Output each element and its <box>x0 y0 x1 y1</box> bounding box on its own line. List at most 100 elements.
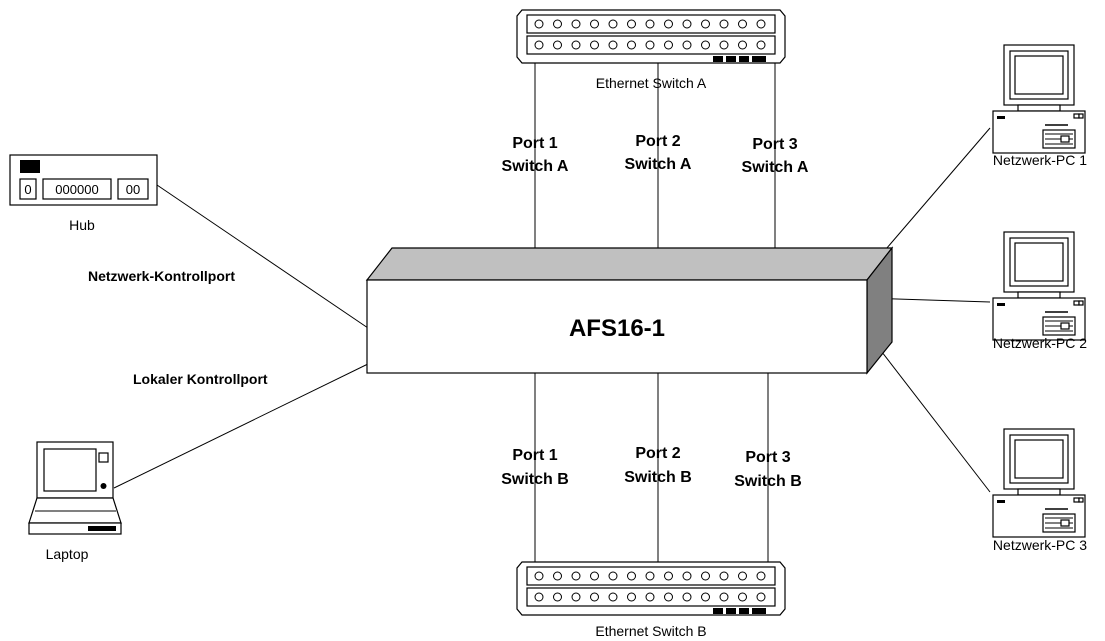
port-ring <box>590 40 599 50</box>
network-pc-1 <box>992 44 1086 154</box>
port-ring <box>590 592 599 602</box>
pc-button <box>1073 497 1080 503</box>
pc-monitor-stand <box>1017 104 1061 112</box>
switch-b-port-3-sublabel: Switch B <box>734 473 802 490</box>
pc-drive-button <box>1060 519 1070 527</box>
network-pc-3 <box>992 428 1086 538</box>
switch-b-status-led <box>713 608 723 614</box>
port-ring <box>645 40 655 50</box>
port-ring <box>553 571 562 581</box>
pc-screen <box>1014 242 1064 282</box>
switch-a-status-led <box>713 56 723 62</box>
port-ring <box>571 571 581 581</box>
switch-b-port-3-label: Port 3 <box>745 449 790 466</box>
ethernet-switch-b <box>516 561 786 616</box>
afs16-front-face <box>366 279 868 374</box>
port-ring <box>608 40 618 50</box>
port-ring <box>738 571 747 581</box>
port-ring <box>719 40 729 50</box>
switch-a-port-3-sublabel: Switch A <box>742 159 809 176</box>
switch-a-port-leds-1 <box>534 19 766 29</box>
switch-b-port-leds-1 <box>534 571 766 581</box>
switch-a-status-led <box>726 56 736 62</box>
port-ring <box>627 592 636 602</box>
port-ring <box>756 40 766 50</box>
port-ring <box>682 19 692 29</box>
switch-a-status-led <box>739 56 749 62</box>
hub-port-box <box>19 178 37 200</box>
ethernet-switch-a <box>516 9 786 64</box>
pc-monitor-stand <box>1017 291 1061 299</box>
pc-button <box>1073 113 1080 119</box>
port-ring <box>608 592 618 602</box>
hub-port-box <box>117 178 149 200</box>
port-ring <box>738 592 747 602</box>
port-ring <box>756 592 766 602</box>
afs16-label: AFS16-1 <box>569 315 665 342</box>
laptop-caption: Laptop <box>46 546 89 562</box>
switch-b-port-2-label: Port 2 <box>635 445 680 462</box>
port-ring <box>719 19 729 29</box>
port-ring <box>571 40 581 50</box>
switch-a-port-1-sublabel: Switch A <box>502 158 569 175</box>
port-ring <box>701 592 710 602</box>
pc-button <box>1078 113 1084 119</box>
pc-drive-button <box>1060 135 1070 143</box>
port-ring <box>756 19 766 29</box>
connection-lines <box>113 63 991 562</box>
port-ring <box>645 19 655 29</box>
switch-a-port-1-label: Port 1 <box>512 135 557 152</box>
laptop-drive-slot <box>88 526 116 531</box>
hub-device: 0 000000 00 <box>9 154 158 206</box>
port-ring <box>664 571 673 581</box>
port-ring <box>627 40 636 50</box>
hub-caption: Hub <box>69 217 95 233</box>
hub-port-label: 000000 <box>55 182 98 197</box>
port-ring <box>682 40 692 50</box>
switch-a-port-3-label: Port 3 <box>752 136 797 153</box>
link-laptop <box>113 361 373 489</box>
pc-monitor-stand <box>1017 488 1061 496</box>
port-ring <box>682 571 692 581</box>
laptop-base <box>28 522 122 535</box>
port-ring <box>553 40 562 50</box>
pc-screen <box>1014 55 1064 95</box>
pc-button <box>1073 300 1080 306</box>
port-ring <box>608 19 618 29</box>
network-control-port-label: Netzwerk-Kontrollport <box>88 268 235 284</box>
port-ring <box>627 19 636 29</box>
hub-port-label: 00 <box>126 182 140 197</box>
port-ring <box>608 571 618 581</box>
port-ring <box>719 571 729 581</box>
switch-a-status-led <box>752 56 766 62</box>
port-ring <box>701 19 710 29</box>
port-ring <box>701 571 710 581</box>
port-ring <box>682 592 692 602</box>
afs16-device: AFS16-1 <box>365 246 894 375</box>
pc-power-led <box>997 500 1005 503</box>
port-ring <box>571 19 581 29</box>
port-ring <box>645 592 655 602</box>
pc-screen <box>1014 439 1064 479</box>
port-ring <box>664 40 673 50</box>
pc-drive-button <box>1060 322 1070 330</box>
port-ring <box>738 19 747 29</box>
laptop-power-led <box>100 483 107 489</box>
link-pc-3 <box>867 333 991 493</box>
link-hub <box>156 184 369 329</box>
hub-indicator <box>20 160 40 173</box>
pc-2-caption: Netzwerk-PC 2 <box>993 335 1087 351</box>
pc-power-led <box>997 303 1005 306</box>
port-ring <box>534 40 544 50</box>
local-control-port-label: Lokaler Kontrollport <box>133 371 268 387</box>
port-ring <box>553 19 562 29</box>
port-ring <box>590 571 599 581</box>
port-ring <box>756 571 766 581</box>
switch-b-caption: Ethernet Switch B <box>595 623 706 639</box>
pc-button <box>1078 300 1084 306</box>
hub-port-box <box>42 178 112 200</box>
port-ring <box>645 571 655 581</box>
afs16-top-face <box>365 247 894 281</box>
